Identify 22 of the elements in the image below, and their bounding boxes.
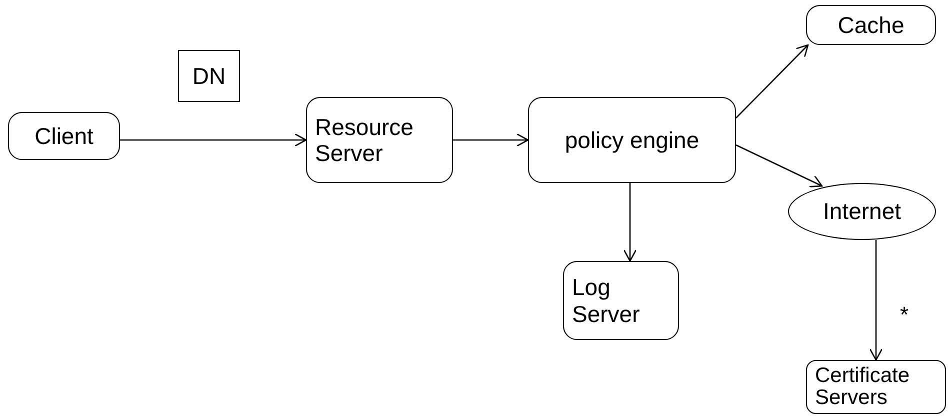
node-label: Certificate Servers	[814, 364, 911, 410]
arrow	[736, 44, 809, 118]
node-label: Log Server	[571, 274, 641, 327]
arrow	[453, 133, 529, 147]
rounded-box	[306, 97, 453, 183]
node-label: Internet	[822, 198, 902, 225]
node-label: Client	[34, 122, 94, 150]
rounded-box	[563, 261, 679, 340]
rounded-box	[528, 97, 736, 183]
rounded-box	[806, 360, 946, 414]
arrow	[869, 240, 883, 361]
arrow	[736, 144, 823, 188]
node-label: DN	[191, 62, 227, 90]
annotation-mark: *	[900, 302, 909, 328]
node-label: Resource Server	[314, 114, 414, 166]
rounded-box	[806, 5, 936, 45]
arrow	[623, 183, 637, 262]
node-label: Cache	[836, 12, 906, 38]
arrow	[120, 133, 307, 147]
rounded-box	[8, 112, 120, 160]
label-box	[178, 50, 240, 102]
node-label: policy engine	[564, 126, 700, 154]
